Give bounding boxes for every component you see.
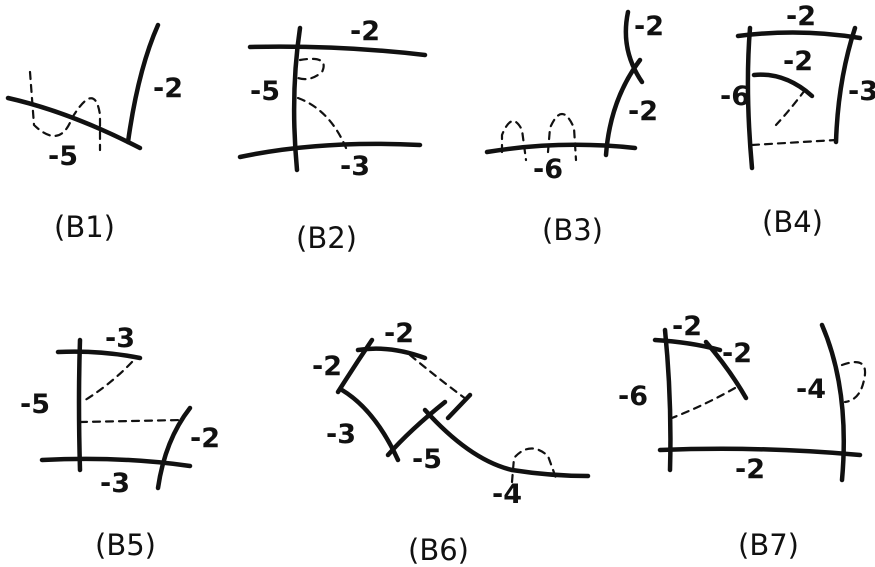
b4-label-inner: -2 <box>783 46 813 77</box>
b2-caption: (B2) <box>296 221 357 255</box>
b4-curve-top <box>735 30 863 41</box>
b4-dashed-inner <box>774 88 807 127</box>
b3-label-upper: -2 <box>634 11 664 42</box>
b2-label-bottom: -3 <box>340 151 370 182</box>
b4-label-right: -3 <box>848 76 875 107</box>
b6-label-lower: -4 <box>492 479 522 510</box>
b3-dashed-loop-right <box>546 112 578 162</box>
b2-dashed-loop <box>296 57 325 81</box>
panel-b6: -2 -2 -3 -5 -4 (B6) <box>312 318 591 567</box>
b7-label-bottom: -2 <box>735 454 765 485</box>
b2-label-top: -2 <box>350 16 380 47</box>
b5-caption: (B5) <box>95 528 156 562</box>
b3-caption: (B3) <box>542 213 603 247</box>
b5-label-right: -2 <box>190 423 220 454</box>
b2-dashed-link <box>296 96 348 150</box>
b7-label-right: -4 <box>796 374 826 405</box>
b6-label-mid: -3 <box>326 419 356 450</box>
b6-dashed-loop <box>510 447 558 484</box>
b7-caption: (B7) <box>738 528 799 562</box>
b7-curve-right <box>819 322 847 483</box>
panel-b1: -2 -5 (B1) <box>5 22 183 244</box>
b6-caption: (B6) <box>408 533 469 567</box>
b6-label-left: -2 <box>312 351 342 382</box>
b3-label-lower: -2 <box>628 96 658 127</box>
b7-label-inner: -2 <box>722 338 752 369</box>
b5-label-bottom: -3 <box>100 468 130 499</box>
b6-label-top: -2 <box>384 318 414 349</box>
panel-b7: -2 -2 -6 -4 -2 (B7) <box>618 311 867 562</box>
b6-curve-center <box>385 399 448 458</box>
b1-dashed-loop <box>28 70 102 152</box>
b4-curve-inner <box>751 72 815 99</box>
b7-curve-left <box>662 327 673 473</box>
b7-label-left: -6 <box>618 381 648 412</box>
b2-label-vertical: -5 <box>250 76 280 107</box>
b4-label-left: -6 <box>720 81 750 112</box>
b3-dashed-loop-left <box>500 120 528 162</box>
b1-label-vertical: -2 <box>153 73 183 104</box>
b5-curve-top <box>55 349 143 361</box>
b2-curve-bottom <box>237 141 423 160</box>
b6-curve-top <box>355 346 428 361</box>
b2-curve-top <box>247 44 428 58</box>
b6-curve-left <box>335 337 375 395</box>
b7-label-top: -2 <box>672 311 702 342</box>
b3-label-bottom: -6 <box>533 154 563 185</box>
b3-curve-bottom <box>484 142 638 155</box>
b6-curve-lower-diagonal <box>422 407 591 479</box>
b7-curve-inner <box>703 339 749 401</box>
b6-dashed-right <box>408 353 472 404</box>
b5-label-top: -3 <box>105 323 135 354</box>
b5-label-left: -5 <box>20 389 50 420</box>
b7-curve-bottom <box>657 446 863 458</box>
b5-curve-right <box>155 405 193 491</box>
b4-label-top: -2 <box>786 1 816 32</box>
panel-b5: -3 -5 -2 -3 (B5) <box>20 323 220 562</box>
panel-b3: -2 -2 -6 (B3) <box>484 9 664 247</box>
b2-curve-vertical <box>291 25 303 173</box>
b6-label-center: -5 <box>412 444 442 475</box>
b4-curve-left <box>745 25 755 171</box>
b7-dashed-loop <box>840 361 867 404</box>
panel-b4: -2 -2 -6 -3 (B4) <box>720 1 875 239</box>
b1-caption: (B1) <box>54 210 115 244</box>
b1-label-main: -5 <box>48 141 78 172</box>
b4-dashed-bottom <box>750 138 838 147</box>
b5-dashed-middle <box>78 418 184 424</box>
b5-dashed-diagonal <box>80 360 134 404</box>
b4-caption: (B4) <box>762 205 823 239</box>
b3-curve-upper-vertical <box>623 9 645 85</box>
b5-curve-left <box>76 337 83 473</box>
b1-curve-vertical <box>125 22 161 145</box>
b5-curve-bottom <box>39 456 193 469</box>
b4-curve-right <box>833 25 858 145</box>
panel-b2: -2 -5 -3 (B2) <box>237 16 428 255</box>
b7-dashed-inner <box>670 386 737 420</box>
b6-crossing-right <box>445 392 473 421</box>
